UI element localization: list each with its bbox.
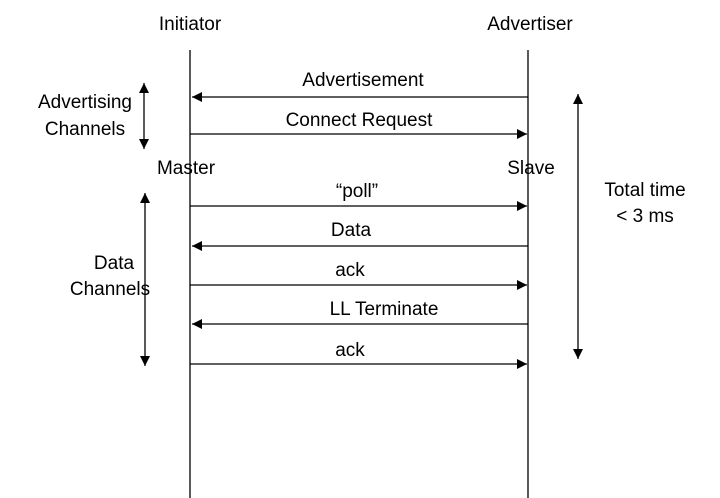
message-data: Data [192,220,528,251]
message-label: Data [331,220,372,241]
message-ack-2: ack [190,340,527,369]
message-label: Connect Request [286,110,434,131]
advertising-channels-label-line2: Channels [45,119,125,140]
total-time-annotation: Total time < 3 ms [573,94,686,359]
total-time-label-line1: Total time [604,180,685,201]
message-poll: “poll” [190,181,527,211]
total-time-label-line2: < 3 ms [616,206,674,227]
participant-advertiser: Advertiser [487,14,573,35]
message-ack-1: ack [190,260,527,290]
message-label: Advertisement [302,70,424,91]
participant-slave: Slave [507,158,555,179]
message-ll-terminate: LL Terminate [192,299,528,329]
message-label: ack [335,340,365,361]
data-channels-annotation: Data Channels [70,193,150,366]
message-label: ack [335,260,365,281]
message-label: LL Terminate [330,299,439,320]
advertising-channels-label-line1: Advertising [38,92,132,113]
message-label: “poll” [336,181,378,202]
advertising-channels-annotation: Advertising Channels [38,83,149,149]
participant-initiator: Initiator [159,14,222,35]
data-channels-label-line2: Channels [70,279,150,300]
participant-master: Master [157,158,216,179]
message-connect-request: Connect Request [190,110,527,139]
data-channels-label-line1: Data [94,253,135,274]
message-advertisement: Advertisement [192,70,528,102]
